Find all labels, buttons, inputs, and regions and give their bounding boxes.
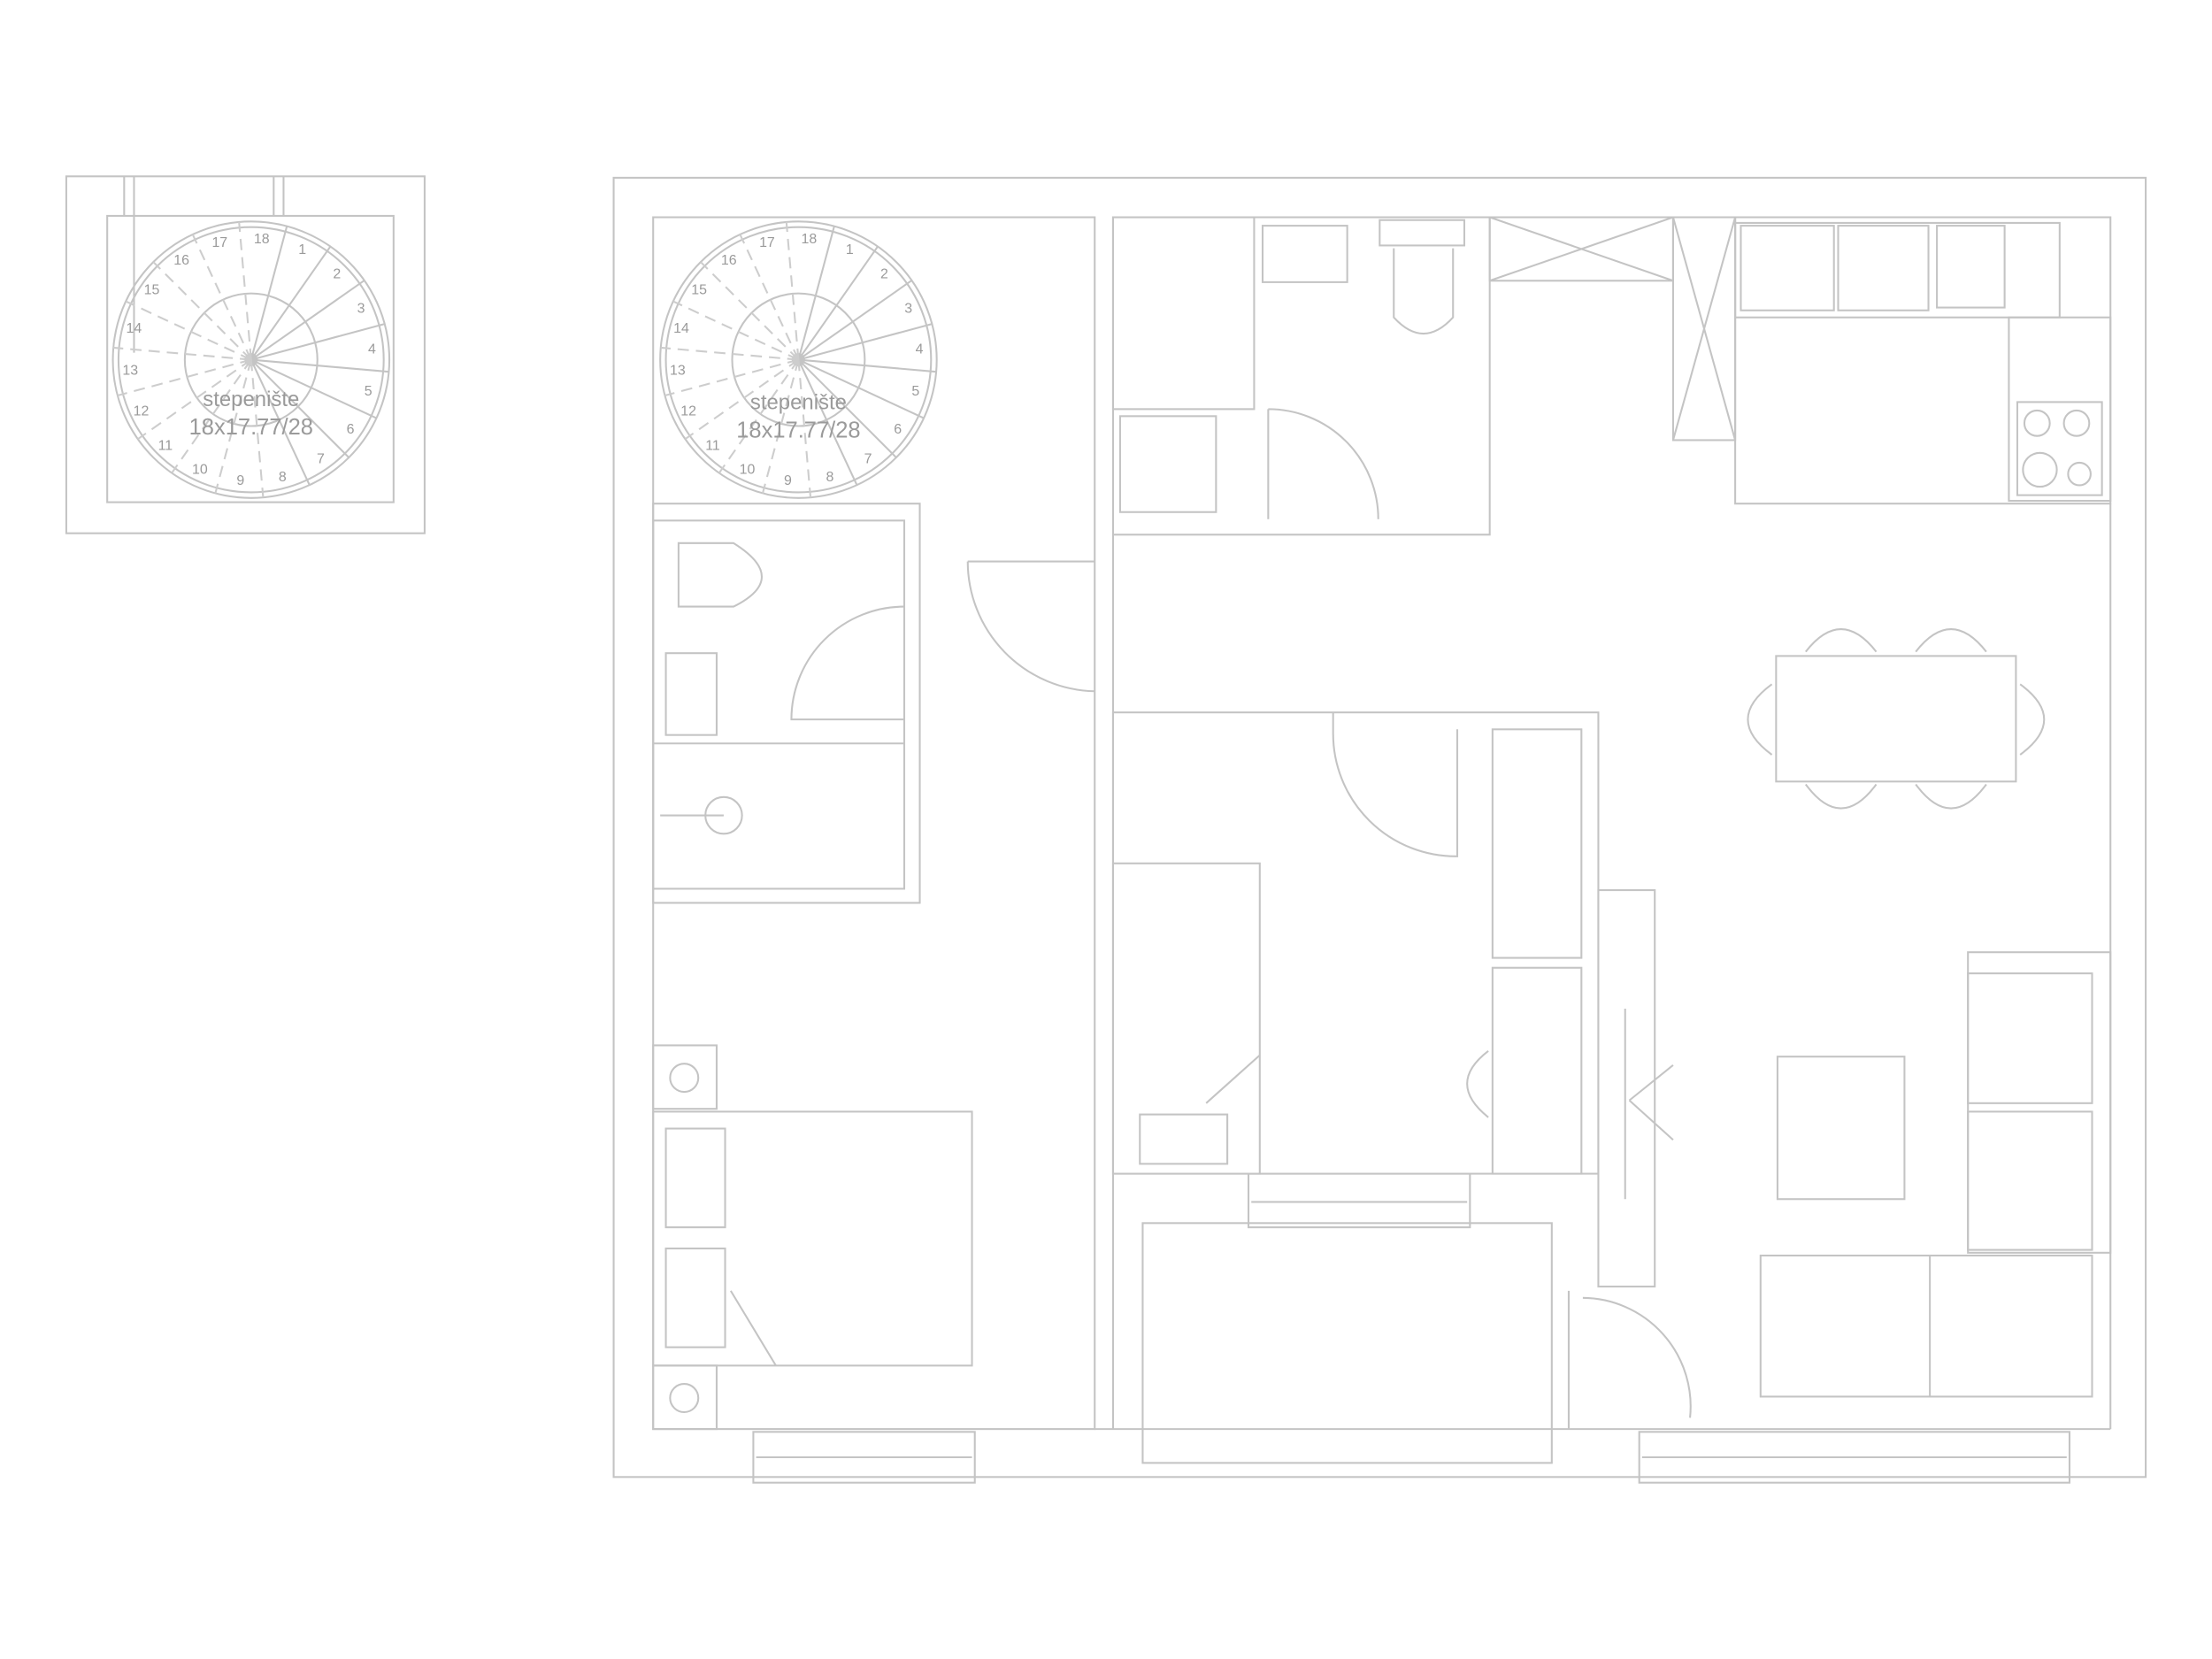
step-number: 17: [759, 235, 775, 250]
stair-tread: [250, 280, 365, 361]
stair-tread: [718, 358, 800, 474]
step-number: 8: [279, 470, 287, 485]
step-number: 2: [880, 266, 888, 281]
stair-tread: [238, 221, 252, 360]
stair-tread: [797, 280, 913, 361]
stair-tread: [250, 323, 385, 361]
stair-tread: [761, 359, 800, 494]
stair-tread: [250, 358, 350, 458]
stair-tread: [672, 300, 799, 361]
step-number: 10: [740, 463, 756, 478]
stair-tread: [250, 358, 389, 373]
stair-label: stepenište: [750, 390, 847, 414]
stair-tread: [250, 226, 288, 360]
stair-label: stepenište: [203, 388, 299, 411]
stair-spec: 18x17.77/28: [736, 418, 860, 442]
step-number: 18: [802, 232, 818, 247]
step-number: 8: [826, 470, 833, 485]
stair-tread: [117, 358, 252, 397]
step-number: 14: [126, 321, 142, 336]
stair-tread: [739, 234, 800, 361]
step-number: 3: [357, 301, 365, 316]
stair-outer-ring: [659, 220, 938, 499]
stair-outer-ring: [111, 220, 391, 499]
step-number: 13: [122, 363, 138, 378]
stair-tread: [798, 323, 933, 361]
step-number: 6: [894, 422, 902, 437]
step-number: 16: [721, 253, 737, 268]
stair-tread: [700, 261, 800, 361]
stair-tread: [797, 358, 897, 458]
stair-tread: [125, 300, 252, 361]
stair-spec: 18x17.77/28: [189, 415, 313, 440]
stair-tread: [250, 359, 311, 486]
stair-inner-ring: [117, 226, 385, 494]
step-number: 5: [365, 384, 373, 399]
step-number: 9: [236, 473, 244, 488]
step-number: 1: [846, 242, 854, 257]
step-number: 12: [134, 403, 150, 419]
step-number: 9: [784, 473, 792, 488]
stair-tread: [152, 261, 252, 361]
step-number: 4: [916, 342, 924, 357]
step-number: 5: [911, 384, 919, 399]
step-number: 11: [705, 438, 720, 453]
stair-tread: [250, 359, 265, 498]
stair-tread: [137, 358, 252, 441]
stair-tread: [214, 359, 252, 494]
stair-inner-ring: [664, 226, 933, 494]
stair-walkline: [183, 292, 319, 427]
step-number: 6: [347, 422, 355, 437]
stair-tread: [798, 358, 937, 373]
stair-tread: [664, 358, 799, 397]
step-number: 15: [144, 283, 160, 298]
stair-tread: [250, 358, 377, 419]
stair-tread: [797, 226, 835, 360]
stair-tread: [797, 359, 858, 486]
step-number: 17: [211, 235, 227, 250]
stair-tread: [660, 346, 799, 361]
step-number: 18: [254, 232, 270, 247]
step-number: 12: [680, 403, 696, 419]
stair-tread: [191, 234, 252, 361]
stair-tread: [797, 359, 812, 498]
step-number: 10: [192, 463, 208, 478]
step-number: 4: [368, 342, 376, 357]
stair-tread: [684, 358, 800, 441]
stair-tread: [113, 346, 251, 361]
step-number: 14: [673, 321, 689, 336]
step-number: 2: [333, 266, 341, 281]
step-number: 7: [317, 452, 325, 467]
step-number: 16: [173, 253, 189, 268]
step-number: 13: [670, 363, 686, 378]
step-number: 11: [158, 438, 173, 453]
step-number: 3: [904, 301, 912, 316]
stair-tread: [797, 358, 925, 419]
step-number: 7: [864, 452, 872, 467]
step-number: 1: [298, 242, 306, 257]
stair-walkline: [731, 292, 866, 427]
step-number: 15: [691, 283, 707, 298]
stair-tread: [250, 245, 332, 361]
stair-tread: [785, 221, 800, 360]
stair-tread: [171, 358, 252, 474]
stair-tread: [797, 245, 879, 361]
